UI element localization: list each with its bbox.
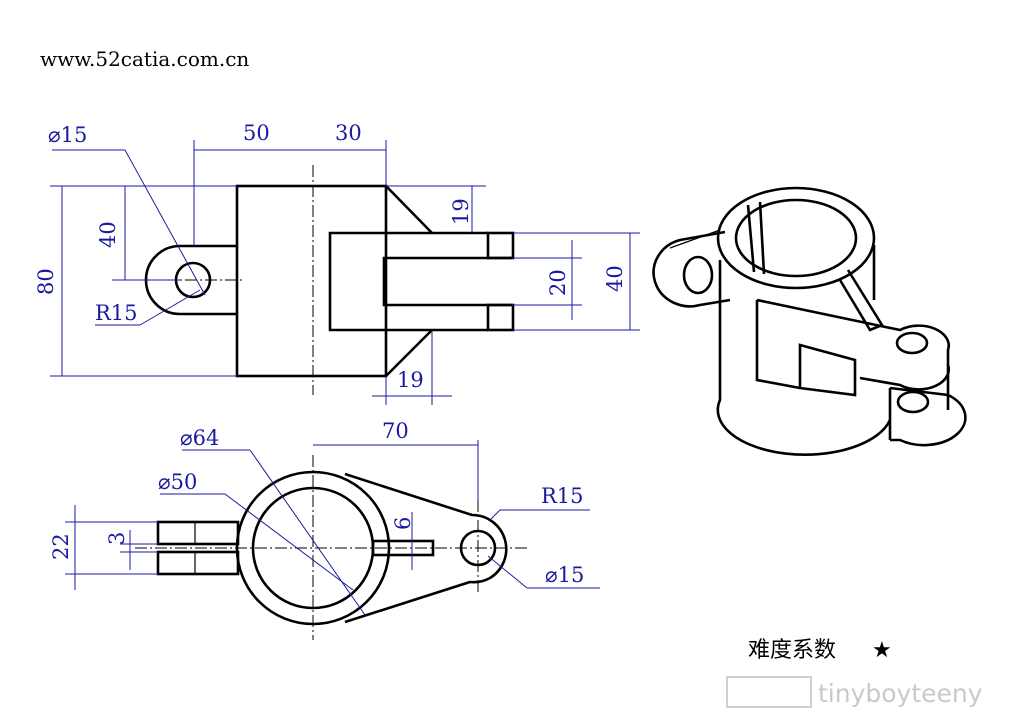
watermark: tinyboyteeny (726, 676, 983, 708)
dim-front-length-30: 30 (335, 121, 362, 145)
isometric-view (652, 186, 967, 456)
top-split-slot (371, 539, 435, 557)
dim-front-height-40: 40 (96, 221, 120, 248)
front-slot-bottom-end (486, 303, 515, 332)
top-outer-circle (235, 470, 391, 626)
front-rib-top (385, 185, 433, 234)
front-rib-bottom (385, 329, 433, 377)
front-view: ⌀15 50 30 40 80 R15 19 19 20 (34, 121, 640, 405)
front-slot (382, 256, 512, 307)
dim-front-hole-diameter: ⌀15 (48, 123, 87, 147)
difficulty-star: ★ (872, 638, 892, 663)
dim-front-rib-top: 19 (449, 198, 473, 225)
front-slot-top-end (486, 231, 515, 260)
dim-front-slot-width: 20 (546, 269, 570, 296)
dim-front-rib-bottom: 19 (397, 368, 424, 392)
top-lug-hole (459, 529, 497, 567)
dim-front-lug-height: 40 (603, 265, 627, 292)
watermark-text: tinyboyteeny (818, 679, 983, 708)
dim-top-inner-diameter: ⌀50 (158, 470, 197, 494)
dim-top-radius: R15 (541, 484, 584, 508)
dim-top-length-70: 70 (382, 419, 409, 443)
dim-front-height-80: 80 (34, 268, 58, 295)
difficulty-label: 难度系数 (748, 638, 836, 663)
dim-top-gap-3: 3 (105, 532, 129, 545)
dim-top-hole-diameter: ⌀15 (545, 563, 584, 587)
dim-front-length-50: 50 (243, 121, 270, 145)
dim-top-outer-diameter: ⌀64 (180, 426, 219, 450)
front-main-body (235, 184, 388, 378)
dim-front-radius: R15 (95, 301, 138, 325)
top-view: ⌀64 ⌀50 70 R15 ⌀15 6 22 3 (49, 419, 600, 640)
dim-top-gap: 6 (391, 517, 415, 530)
bilibili-logo (726, 676, 812, 708)
website-url: www.52catia.com.cn (40, 47, 249, 71)
dim-top-height-22: 22 (49, 533, 73, 560)
top-left-ear-top (156, 520, 240, 546)
top-lug-outline (344, 472, 508, 624)
top-left-ear-bottom (156, 550, 240, 576)
front-slot-block-outline (328, 231, 386, 332)
